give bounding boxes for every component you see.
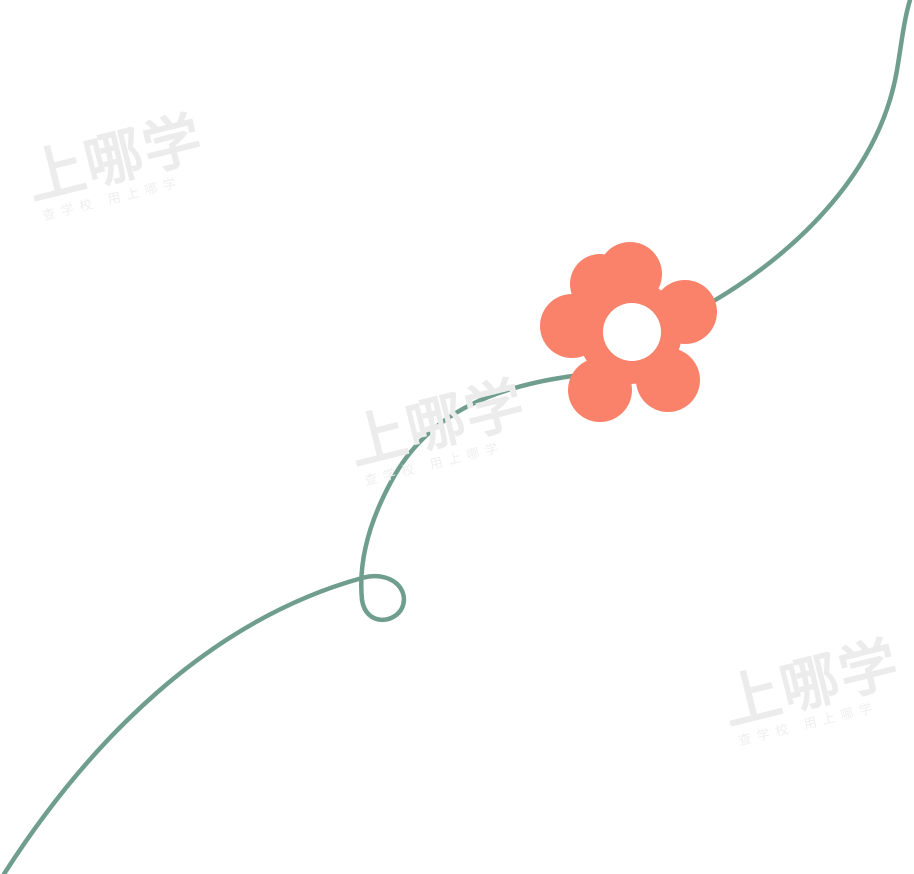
vine-stem-upper: [709, 0, 913, 305]
vine-stem: [1, 372, 583, 874]
flower-icon: [540, 242, 717, 422]
flower-center: [603, 303, 661, 361]
